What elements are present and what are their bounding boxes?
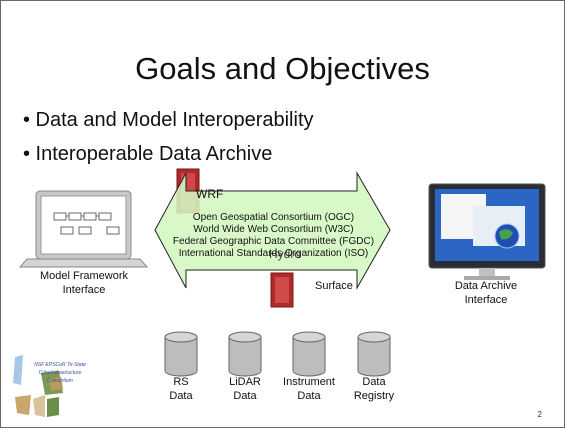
database-label-lidar: LiDAR Data: [229, 376, 261, 402]
database-icon-lidar: [228, 331, 262, 377]
standard-ogc: Open Geospatial Consortium (OGC): [192, 212, 355, 223]
server-label-surface: Surface: [315, 280, 353, 292]
standard-iso: International Standards Organization (IS…: [178, 248, 369, 259]
database-icon-rs: [164, 331, 198, 377]
database-label-registry: Data Registry: [353, 376, 395, 402]
database-icon-instrument: [292, 331, 326, 377]
monitor-icon: [428, 183, 546, 280]
server-icon-bottom: [270, 272, 294, 308]
database-label-rs: RS Data: [169, 376, 193, 402]
consortium-logo: [13, 355, 63, 417]
consortium-logo-text: NSF EPSCoR Tri-State CyberInfrastructure…: [34, 362, 86, 384]
data-archive-label: Data Archive Interface: [454, 280, 518, 306]
bullet-item: • Data and Model Interoperability: [23, 109, 314, 131]
database-icon-registry: [357, 331, 391, 377]
laptop-icon: [18, 190, 149, 268]
double-arrow-shape: [154, 171, 391, 290]
model-framework-label: Model Framework Interface: [39, 270, 129, 296]
server-label-hydro: Hydro: [269, 247, 302, 261]
standards-list: Open Geospatial Consortium (OGC) World W…: [161, 212, 386, 260]
standard-w3c: World Wide Web Consortium (W3C): [193, 224, 354, 235]
bullet-item: • Interoperable Data Archive: [23, 143, 273, 165]
slide-title: Goals and Objectives: [135, 51, 430, 86]
database-label-instrument: Instrument Data: [283, 376, 335, 402]
server-label-wrf: WRF: [196, 187, 224, 201]
page-number: 2: [537, 410, 542, 419]
standard-fgdc: Federal Geographic Data Committee (FGDC): [172, 236, 375, 247]
